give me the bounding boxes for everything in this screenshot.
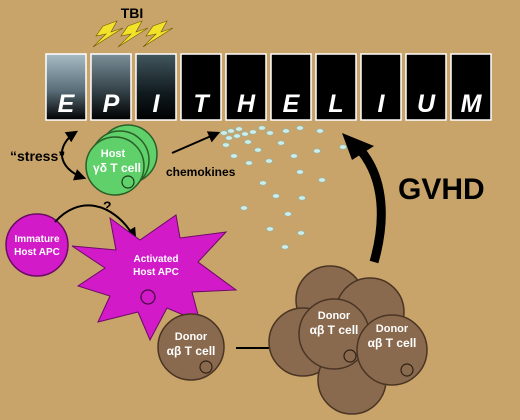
epithelium-letter: U — [417, 90, 436, 118]
donor-cell-cluster — [268, 265, 428, 415]
immature-apc-label-line2: Host APC — [14, 247, 60, 258]
stress-arrow — [60, 130, 87, 181]
gvhd-label: GVHD — [398, 173, 485, 206]
nucleus — [343, 349, 357, 363]
donor-ab-t-cell — [157, 313, 225, 381]
donor-cluster-label-line1: Donor — [318, 310, 351, 322]
lightning-bolts — [92, 20, 174, 48]
epithelium-cell — [405, 53, 447, 121]
host-gd-cell — [85, 136, 145, 196]
gvhd-arrow-shaft — [358, 149, 386, 264]
nucleus — [121, 175, 135, 189]
epithelium-cell — [45, 53, 87, 121]
activated-host-apc — [71, 214, 238, 342]
immature-host-apc — [5, 213, 69, 277]
epithelium-letter: E — [58, 90, 76, 118]
epithelium-cell — [90, 53, 132, 121]
donor-cluster-label-line2: αβ T cell — [310, 323, 359, 337]
epithelium-cell — [360, 53, 402, 121]
epithelium-cell — [225, 53, 267, 121]
activated-apc-label-line2: Host APC — [133, 267, 179, 278]
epithelium-cell — [180, 53, 222, 121]
chemokines-label: chemokines — [166, 165, 236, 179]
donor-label-line1: Donor — [175, 331, 208, 343]
activated-apc-label-line1: Activated — [133, 254, 178, 265]
lightning-bolt-icon — [92, 20, 124, 48]
epithelium-letter: I — [378, 90, 386, 118]
nucleus — [140, 289, 156, 305]
stress-label: “stress” — [10, 148, 65, 164]
epithelium-letter: P — [103, 90, 120, 118]
host-gd-label-line1: Host — [101, 148, 126, 160]
epithelium-letter: T — [193, 90, 211, 118]
donor-cluster-label-line1b: Donor — [376, 323, 409, 335]
lightning-bolt-icon — [117, 20, 149, 48]
lightning-bolt-icon — [142, 20, 174, 48]
nucleus — [400, 363, 414, 377]
epithelium-cell — [450, 53, 492, 121]
donor-label-line2: αβ T cell — [167, 344, 216, 358]
chemokines-arrow — [171, 131, 221, 154]
nucleus — [199, 360, 213, 374]
donor-cluster-label-line2b: αβ T cell — [368, 336, 417, 350]
tbi-label: TBI — [121, 5, 144, 21]
epithelium-cell — [270, 53, 312, 121]
gvhd-arrow-head — [342, 133, 374, 160]
epithelium-letter: L — [328, 90, 343, 118]
immature-apc-label-line1: Immature — [14, 234, 59, 245]
epithelium-cell — [135, 53, 177, 121]
epithelium-letter: M — [461, 90, 483, 118]
epithelium: E P I T H E L I U M — [45, 53, 492, 121]
chemokine-dots — [220, 125, 347, 250]
epithelium-letter: E — [283, 90, 301, 118]
activation-arrow — [54, 204, 137, 241]
epithelium-letter: H — [237, 90, 256, 118]
epithelium-letter: I — [153, 90, 161, 118]
host-gd-t-cells — [85, 124, 158, 196]
host-gd-label-line2: γδ T cell — [93, 161, 141, 175]
epithelium-cell — [315, 53, 357, 121]
question-mark: ? — [103, 198, 112, 214]
donor-cell — [356, 314, 428, 386]
